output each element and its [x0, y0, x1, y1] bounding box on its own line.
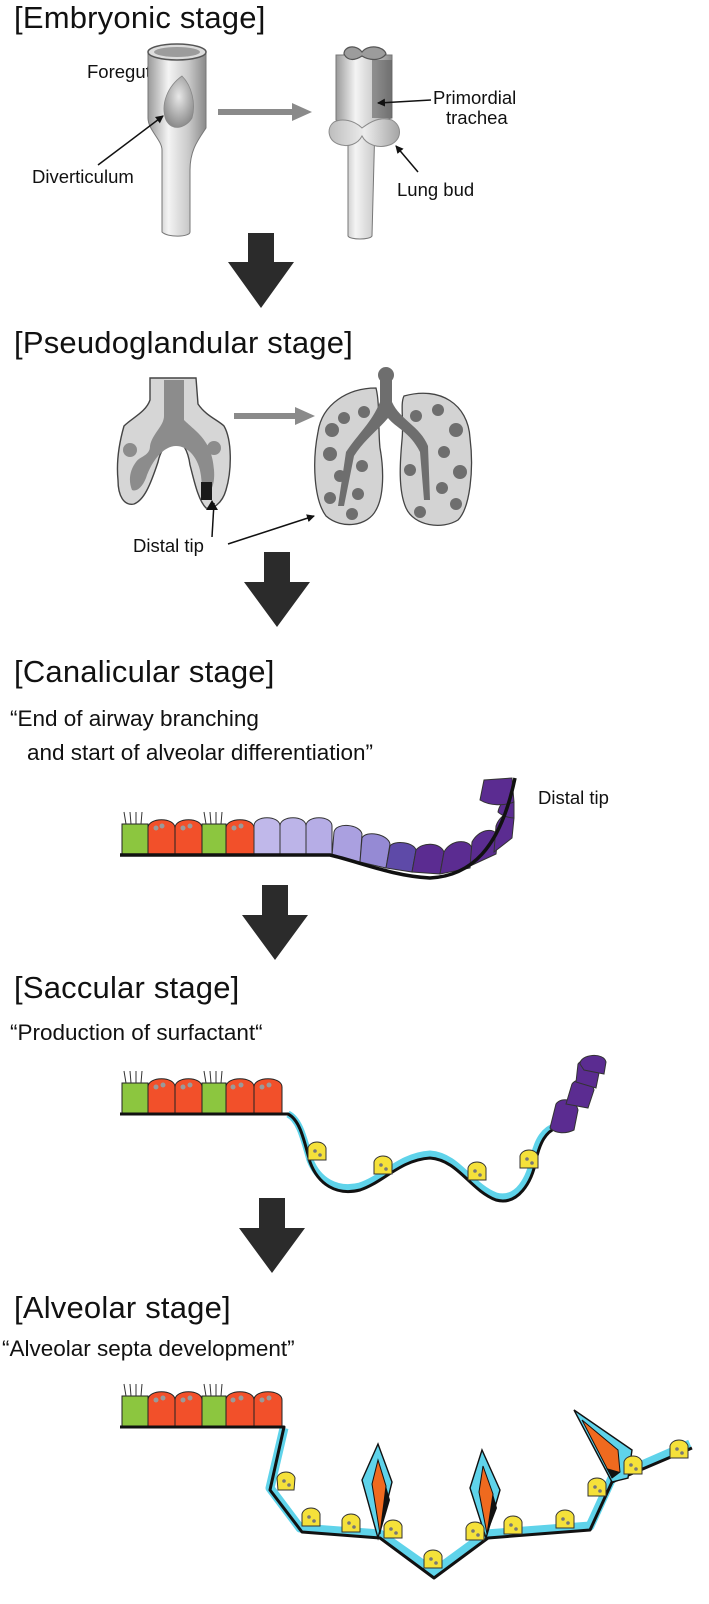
early-branching-lung [116, 377, 231, 510]
primordial-trachea-label-line1: Primordial [433, 87, 517, 108]
type2-cell [307, 1141, 327, 1161]
type2-cell [301, 1507, 321, 1527]
ciliated-cell [121, 1383, 149, 1427]
secretory-cell [174, 1078, 203, 1114]
progenitor-cell [439, 841, 473, 875]
lung-bud-shape [328, 118, 400, 147]
canalicular-distal-tip-label: Distal tip [538, 787, 609, 808]
alveolar-septum [573, 1409, 633, 1483]
distal-tip-pointer-head [206, 500, 218, 510]
foregut-tube [147, 43, 207, 237]
primordial-trachea-pointer-arrow [377, 98, 432, 107]
saccular-stage-title: [Saccular stage] [14, 970, 240, 1005]
type2-cell [373, 1155, 393, 1175]
ciliated-cell [201, 1383, 227, 1427]
lung-bud-label: Lung bud [397, 179, 475, 200]
progenitor-cell [579, 1055, 607, 1075]
ciliated-cell [121, 1070, 149, 1114]
alveolar-septum [361, 1442, 393, 1541]
alveolar-septum [469, 1448, 501, 1541]
type2-cell [503, 1515, 523, 1535]
type2-cell [587, 1477, 607, 1497]
down-arrow-2 [244, 552, 310, 627]
secretory-cell [147, 1391, 176, 1427]
progenitor-cell [411, 843, 445, 875]
diverticulum-label: Diverticulum [32, 166, 134, 187]
progenitor-cell [359, 833, 391, 869]
alveolar-basement-membrane [120, 1425, 693, 1580]
progenitor-cell [279, 817, 307, 855]
type2-cell [276, 1471, 296, 1491]
ciliated-cell [201, 811, 227, 855]
secretory-cell [253, 1391, 283, 1427]
embryonic-gray-arrow [218, 103, 312, 121]
type2-cell [519, 1149, 539, 1169]
progenitor-cell [253, 817, 281, 855]
ciliated-cell [201, 1070, 227, 1114]
type2-cell [669, 1439, 689, 1459]
secretory-cell [147, 819, 176, 855]
secretory-cell [225, 1391, 255, 1427]
lung-bud-pointer-arrow [395, 145, 419, 173]
secretory-cell [225, 819, 255, 855]
secretory-cell [174, 1391, 203, 1427]
canalicular-epithelium [120, 777, 517, 880]
embryonic-stage-title: [Embryonic stage] [14, 0, 266, 35]
distal-tip-pointer-arrow-2 [227, 514, 315, 545]
progenitor-cell [385, 842, 417, 873]
type2-cell [423, 1549, 443, 1569]
pseudoglandular-distal-tip-label: Distal tip [133, 535, 204, 556]
down-arrow-3 [242, 885, 308, 960]
canalicular-quote-line1: “End of airway branching [10, 706, 259, 731]
canalicular-stage-title: [Canalicular stage] [14, 654, 275, 689]
secretory-cell [174, 819, 203, 855]
type2-cell [341, 1513, 361, 1533]
type2-cell [467, 1161, 487, 1181]
secretory-cell [253, 1078, 283, 1114]
foregut-label: Foregut [87, 61, 151, 82]
diverticulum-shape [163, 75, 194, 128]
progenitor-cell [549, 1099, 579, 1134]
canalicular-quote-line2: and start of alveolar differentiation” [27, 740, 374, 765]
progenitor-cell [331, 825, 363, 863]
saccular-epithelium [120, 1055, 607, 1203]
primordial-trachea-label-line2: trachea [446, 107, 508, 128]
progenitor-cell [305, 817, 333, 855]
type2-cell [383, 1519, 403, 1539]
secretory-cell [147, 1078, 176, 1114]
branched-lung-pair [314, 367, 473, 526]
alveolar-stage-title: [Alveolar stage] [14, 1290, 231, 1325]
secretory-cell [225, 1078, 255, 1114]
alveolar-quote: “Alveolar septa development” [2, 1336, 295, 1361]
saccular-quote: “Production of surfactant“ [10, 1020, 263, 1045]
basement-membrane [120, 777, 517, 880]
type2-cell [555, 1509, 575, 1529]
down-arrow-4 [239, 1198, 305, 1273]
ciliated-cell [121, 811, 149, 855]
pseudoglandular-stage-title: [Pseudoglandular stage] [14, 325, 353, 360]
type2-cell [465, 1521, 485, 1541]
pseudoglandular-gray-arrow [234, 407, 315, 425]
progenitor-cell [479, 777, 515, 806]
alveolar-epithelium [120, 1383, 693, 1580]
diverticulum-pointer-arrow [97, 115, 164, 166]
type2-cell [623, 1455, 643, 1475]
down-arrow-1 [228, 233, 294, 308]
